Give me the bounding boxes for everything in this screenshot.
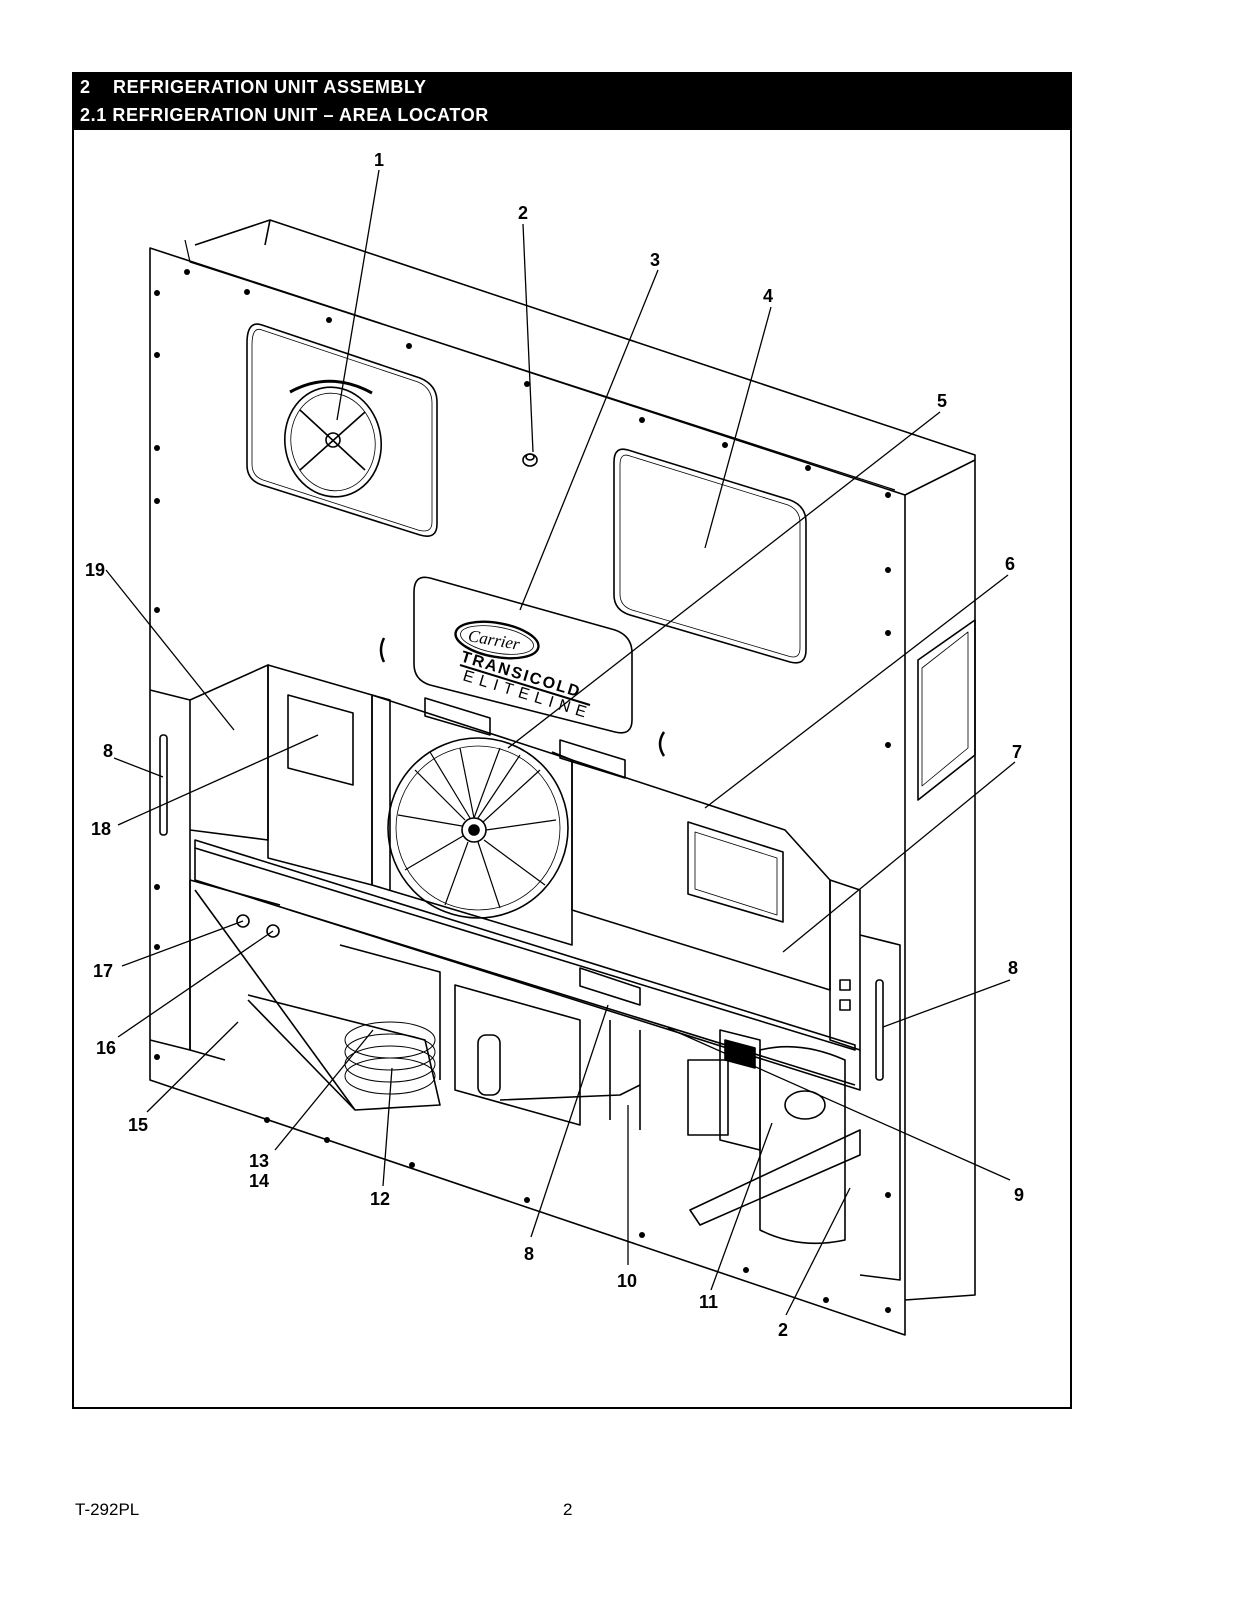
- callout-6: 6: [1005, 554, 1015, 574]
- callout-3: 3: [650, 250, 660, 270]
- lower-rail: [189, 839, 861, 1091]
- right-control-strip: [829, 879, 901, 1281]
- callout-8-lower: 8: [524, 1244, 534, 1264]
- callout-18: 18: [91, 819, 111, 839]
- upper-air-vent: [246, 323, 438, 537]
- callout-7: 7: [1012, 742, 1022, 762]
- front-panel: [149, 247, 906, 1336]
- callout-12: 12: [370, 1189, 390, 1209]
- callout-13: 13: [249, 1151, 269, 1171]
- callout-4: 4: [763, 286, 773, 306]
- leader-lines: [105, 169, 1016, 1316]
- callout-19: 19: [85, 560, 105, 580]
- upper-access-panel: [613, 448, 807, 664]
- callout-14: 14: [249, 1171, 269, 1191]
- control-box: [267, 664, 373, 886]
- housing-outline: [194, 219, 976, 1301]
- section-heading: 2 REFRIGERATION UNIT ASSEMBLY: [74, 74, 1070, 101]
- compressor-assembly: [454, 984, 861, 1245]
- callout-17: 17: [93, 961, 113, 981]
- side-bracket: [917, 619, 976, 801]
- callout-5: 5: [937, 391, 947, 411]
- figure-frame: 2 REFRIGERATION UNIT ASSEMBLY 2.1 REFRIG…: [72, 72, 1072, 1409]
- grille-panel: [571, 759, 831, 991]
- callout-8-right: 8: [1008, 958, 1018, 978]
- callout-2: 2: [518, 203, 528, 223]
- condenser-fan: [371, 694, 626, 946]
- logo-plate: [413, 576, 633, 734]
- callout-11: 11: [699, 1292, 718, 1312]
- lower-left-compartment: [189, 880, 441, 1111]
- page-number: 2: [563, 1500, 573, 1519]
- callout-2-lower: 2: [778, 1320, 788, 1340]
- panel-bolts: [154, 269, 891, 1313]
- callout-8-left: 8: [103, 741, 113, 761]
- doc-number: T-292PL: [75, 1500, 140, 1519]
- callout-10: 10: [617, 1271, 637, 1291]
- callout-1: 1: [374, 150, 384, 170]
- callout-16: 16: [96, 1038, 116, 1058]
- subsection-heading: 2.1 REFRIGERATION UNIT – AREA LOCATOR: [74, 101, 1070, 130]
- callout-15: 15: [128, 1115, 148, 1135]
- callout-9: 9: [1014, 1185, 1024, 1205]
- sight-glass: [522, 453, 538, 467]
